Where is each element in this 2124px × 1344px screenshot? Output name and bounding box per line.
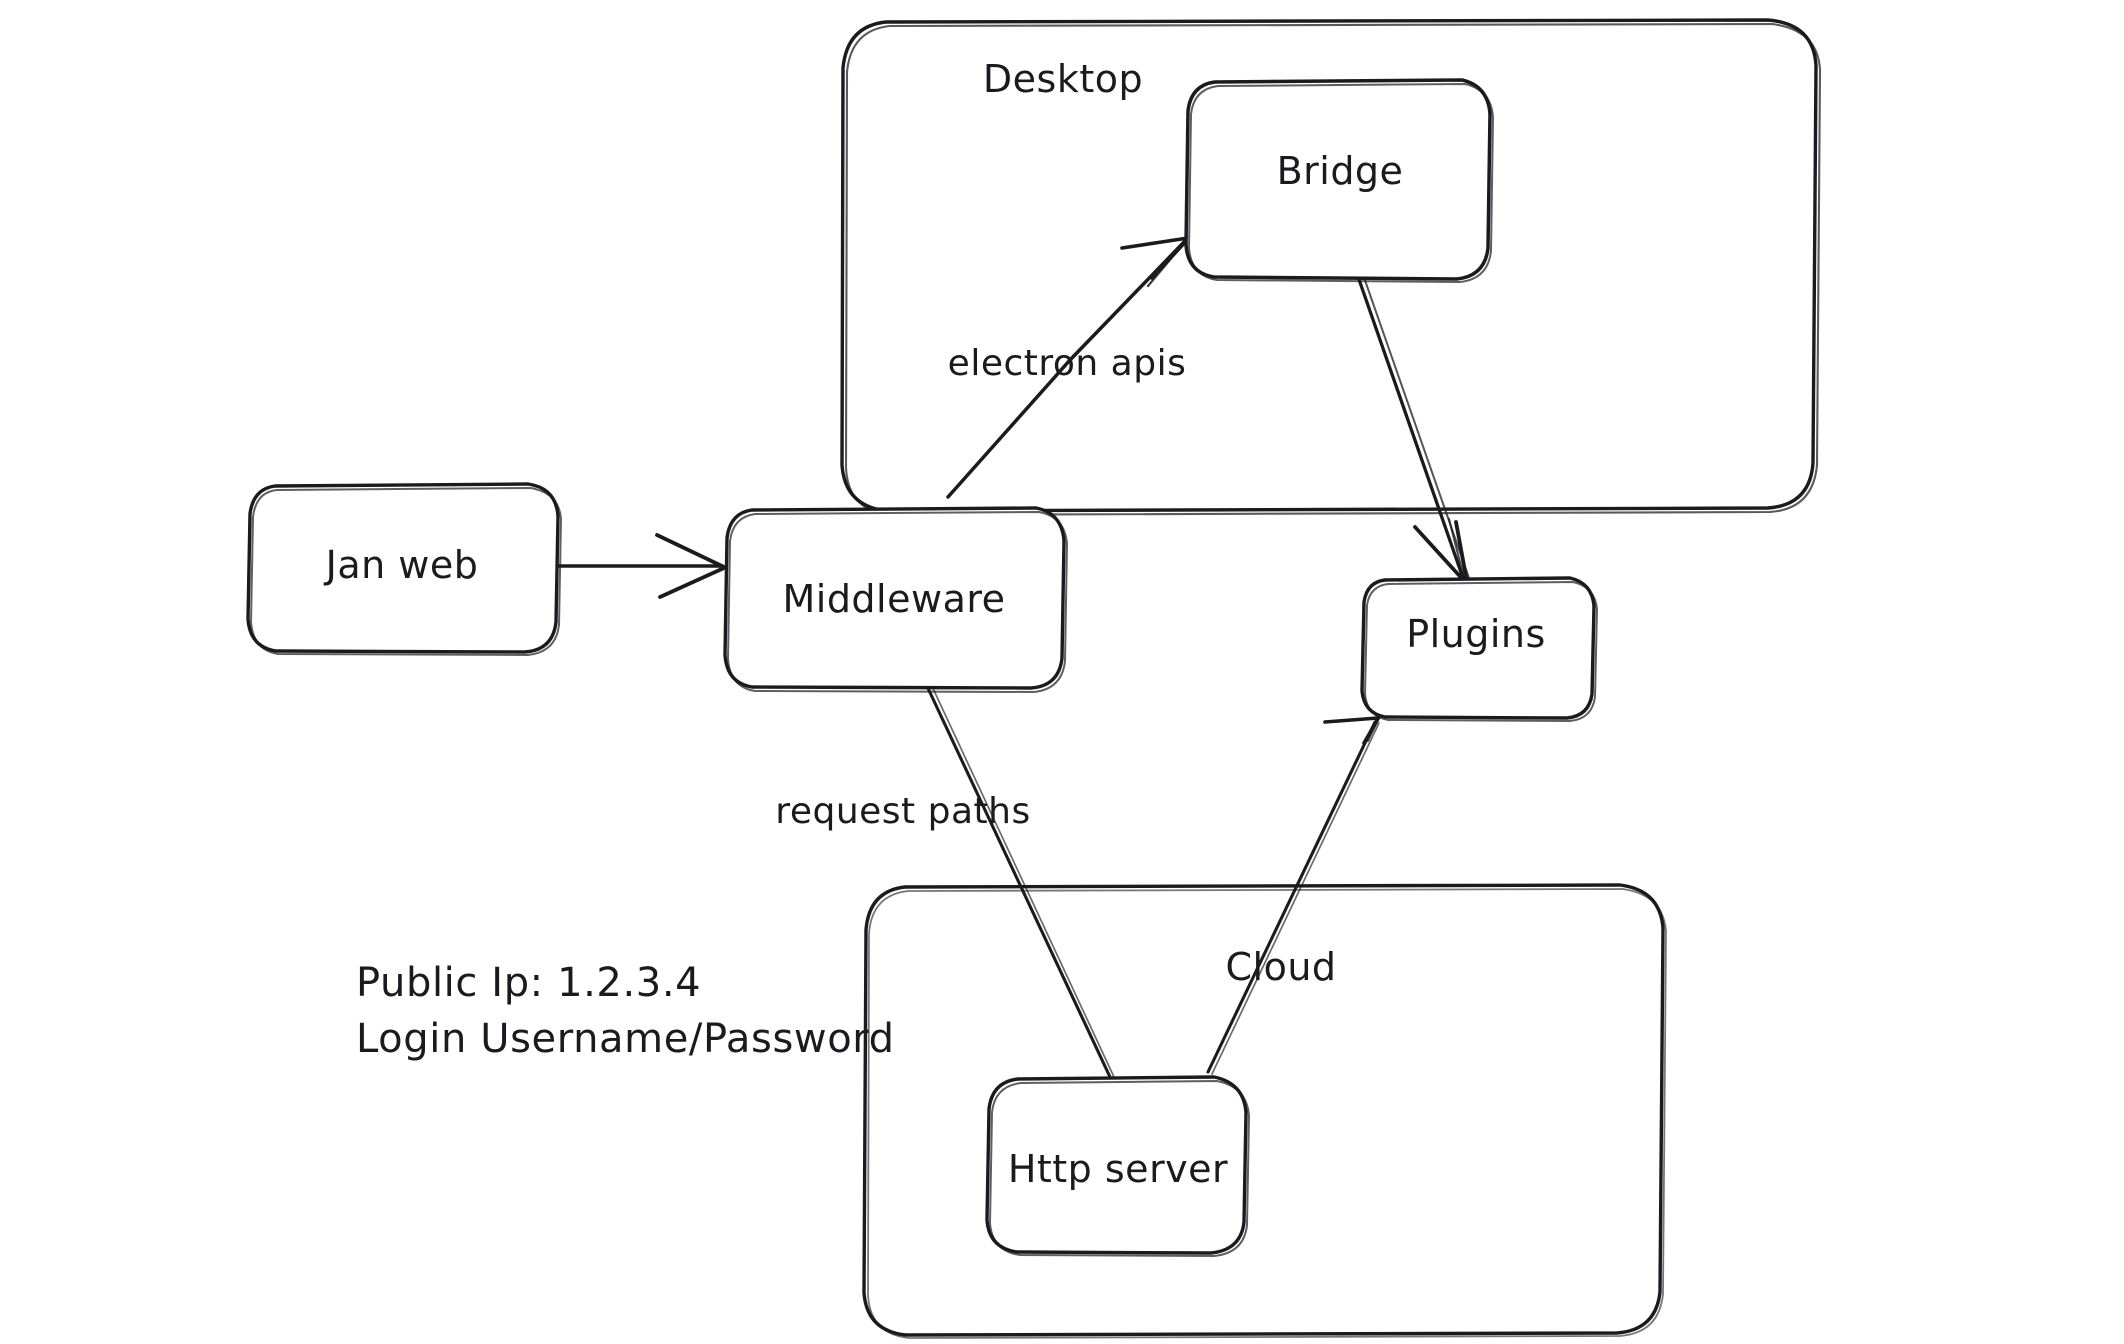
note-connection-details: Public Ip: 1.2.3.4 Login Username/Passwo… (356, 960, 895, 1072)
edge-janweb-to-middleware[interactable] (556, 533, 726, 599)
edge-middleware-to-bridge[interactable] (946, 235, 1191, 499)
edge-label-electron-apis: electron apis (947, 343, 1187, 385)
node-label-plugins: Plugins (1406, 612, 1546, 657)
node-label-bridge: Bridge (1276, 149, 1404, 194)
node-label-jan-web: Jan web (325, 543, 479, 588)
edge-middleware-to-httpserver[interactable] (924, 681, 1115, 1079)
note-line-login: Login Username/Password (356, 1016, 895, 1062)
note-line-public-ip: Public Ip: 1.2.3.4 (356, 960, 702, 1006)
group-desktop[interactable] (840, 18, 1822, 517)
node-middleware[interactable] (723, 506, 1068, 693)
node-label-middleware: Middleware (782, 577, 1006, 622)
edge-label-request-paths: request paths (775, 791, 1031, 833)
node-plugins[interactable] (1360, 576, 1598, 722)
group-label-desktop: Desktop (982, 57, 1144, 102)
edge-httpserver-to-plugins[interactable] (1206, 715, 1381, 1075)
group-label-cloud: Cloud (1225, 945, 1337, 990)
edge-bridge-to-plugins[interactable] (1353, 265, 1470, 585)
group-cloud[interactable] (862, 883, 1667, 1339)
node-jan-web[interactable] (246, 482, 562, 656)
node-http-server[interactable] (985, 1075, 1250, 1257)
node-bridge[interactable] (1184, 78, 1494, 283)
node-label-http-server: Http server (1007, 1147, 1229, 1192)
